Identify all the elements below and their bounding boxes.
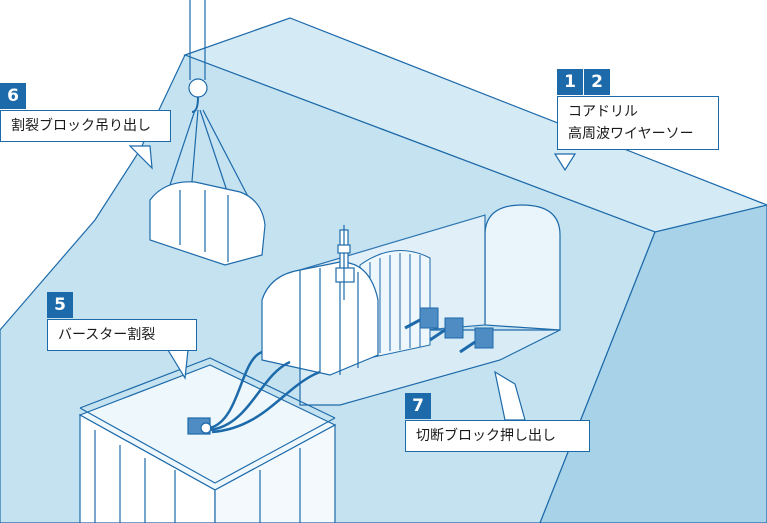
callout-text-line2: 高周波ワイヤーソー bbox=[568, 126, 694, 142]
step-badge-7: 7 bbox=[405, 393, 431, 419]
step-badge-6: 6 bbox=[0, 83, 26, 109]
callout-block-push-out: 切断ブロック押し出し bbox=[405, 420, 590, 452]
callout-text: 割裂ブロック吊り出し bbox=[11, 118, 151, 134]
callout-cutting-tools: コアドリル 高周波ワイヤーソー bbox=[557, 96, 719, 150]
callout-block-lifting: 割裂ブロック吊り出し bbox=[0, 110, 171, 142]
core-drill-icon bbox=[335, 225, 355, 300]
hydraulic-jack-icon bbox=[404, 307, 494, 354]
callout-text: バースター割裂 bbox=[58, 327, 156, 343]
crane-hook-icon bbox=[188, 78, 208, 98]
tunnel-end-arch bbox=[484, 204, 561, 331]
step-badge-2: 2 bbox=[584, 69, 610, 95]
callout-burster-splitting: バースター割裂 bbox=[47, 319, 197, 351]
step-badge-5: 5 bbox=[47, 292, 73, 318]
callout-text: 切断ブロック押し出し bbox=[416, 428, 556, 444]
hydraulic-pump-icon bbox=[187, 350, 321, 435]
step-badge-1: 1 bbox=[557, 69, 583, 95]
suspended-block bbox=[149, 181, 266, 266]
callout-text-line1: コアドリル bbox=[568, 104, 638, 120]
crane-lifting bbox=[149, 0, 266, 266]
main-rock-block bbox=[261, 261, 379, 376]
